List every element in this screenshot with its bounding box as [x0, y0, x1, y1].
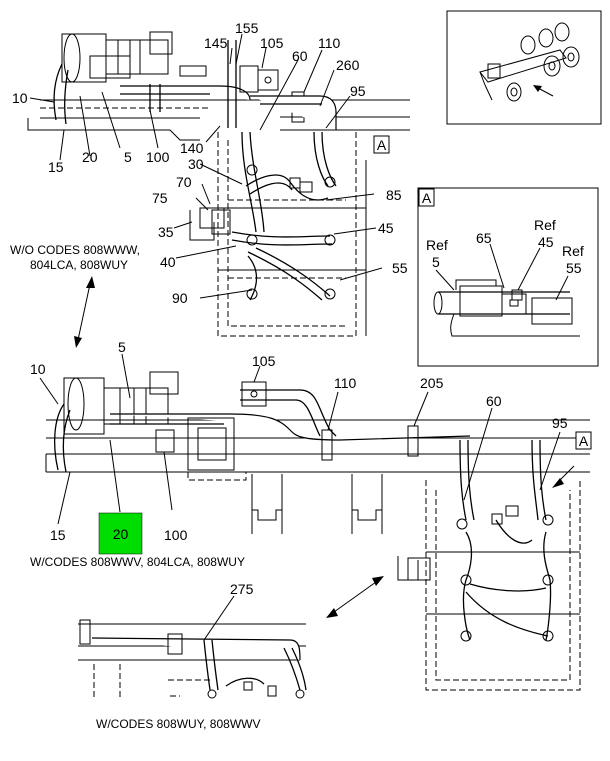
callout-30: 30 — [188, 156, 204, 172]
callout-105-mid: 105 — [252, 353, 276, 369]
callout-5: 5 — [124, 149, 132, 165]
callout-70: 70 — [176, 174, 192, 190]
view-link-arrow-bottom — [326, 576, 384, 618]
callout-40: 40 — [160, 254, 176, 270]
callout-10-mid: 10 — [30, 361, 46, 377]
callout-35: 35 — [158, 224, 174, 240]
callout-15: 15 — [48, 159, 64, 175]
detail-a-view — [417, 187, 599, 367]
detail-ref-45-label: Ref — [534, 217, 556, 233]
caption-bottom: W/CODES 808WUY, 808WWV — [96, 717, 260, 731]
callout-75: 75 — [152, 190, 168, 206]
vehicle-inset — [446, 10, 602, 125]
view-link-arrow-top — [74, 276, 95, 348]
callout-275: 275 — [230, 581, 254, 597]
callout-20: 20 — [82, 149, 98, 165]
bottom-harness-assembly — [78, 619, 307, 700]
detail-ref-5-label: Ref — [426, 237, 448, 253]
view-marker-a-top: A — [373, 135, 390, 154]
callouts-detail: Ref 5 65 Ref 45 Ref 55 — [426, 217, 584, 276]
leader-lines — [29, 33, 569, 641]
callouts-bottom: 275 — [230, 581, 254, 597]
detail-ref-5-value: 5 — [432, 254, 440, 270]
callouts-top: 155 145 105 110 60 260 95 10 15 20 5 100… — [12, 20, 408, 306]
detail-ref-45-value: 45 — [538, 234, 554, 250]
detail-callout-65: 65 — [476, 230, 492, 246]
caption-top-line2: 804LCA, 808WUY — [30, 258, 128, 272]
svg-text:A: A — [377, 137, 387, 153]
callout-60: 60 — [292, 48, 308, 64]
callout-45: 45 — [378, 220, 394, 236]
svg-text:A: A — [422, 190, 432, 206]
captions: W/O CODES 808WWW, 804LCA, 808WUY W/CODES… — [10, 243, 260, 731]
caption-top-line1: W/O CODES 808WWW, — [10, 243, 140, 257]
callout-90: 90 — [172, 290, 188, 306]
svg-text:A: A — [579, 433, 589, 449]
callout-95-mid: 95 — [552, 415, 568, 431]
callout-60-mid: 60 — [486, 393, 502, 409]
callout-110-mid: 110 — [334, 375, 357, 391]
callout-55: 55 — [392, 260, 408, 276]
callouts-middle: 5 10 105 110 205 60 95 15 100 — [30, 339, 568, 543]
callout-15-mid: 15 — [50, 527, 66, 543]
callout-100-mid: 100 — [164, 527, 188, 543]
caption-middle: W/CODES 808WWV, 804LCA, 808WUY — [30, 555, 245, 569]
callout-105: 105 — [260, 35, 284, 51]
callout-10: 10 — [12, 90, 28, 106]
callout-100: 100 — [146, 149, 170, 165]
callout-85: 85 — [386, 187, 402, 203]
callout-260: 260 — [336, 57, 360, 73]
view-marker-a-detail: A — [418, 188, 435, 207]
svg-text:20: 20 — [113, 526, 129, 542]
callout-155: 155 — [235, 20, 259, 36]
callout-5-mid: 5 — [118, 339, 126, 355]
callout-110: 110 — [318, 35, 341, 51]
callout-145: 145 — [204, 35, 228, 51]
top-harness-assembly — [27, 31, 410, 337]
view-marker-a-middle: A — [575, 431, 592, 450]
middle-harness-assembly — [45, 371, 590, 691]
callout-95: 95 — [350, 83, 366, 99]
callout-205-mid: 205 — [420, 375, 444, 391]
detail-ref-55-label: Ref — [562, 243, 584, 259]
highlighted-callout-20[interactable]: 20 — [98, 512, 143, 555]
detail-ref-55-value: 55 — [566, 260, 582, 276]
callout-140: 140 — [180, 140, 204, 156]
